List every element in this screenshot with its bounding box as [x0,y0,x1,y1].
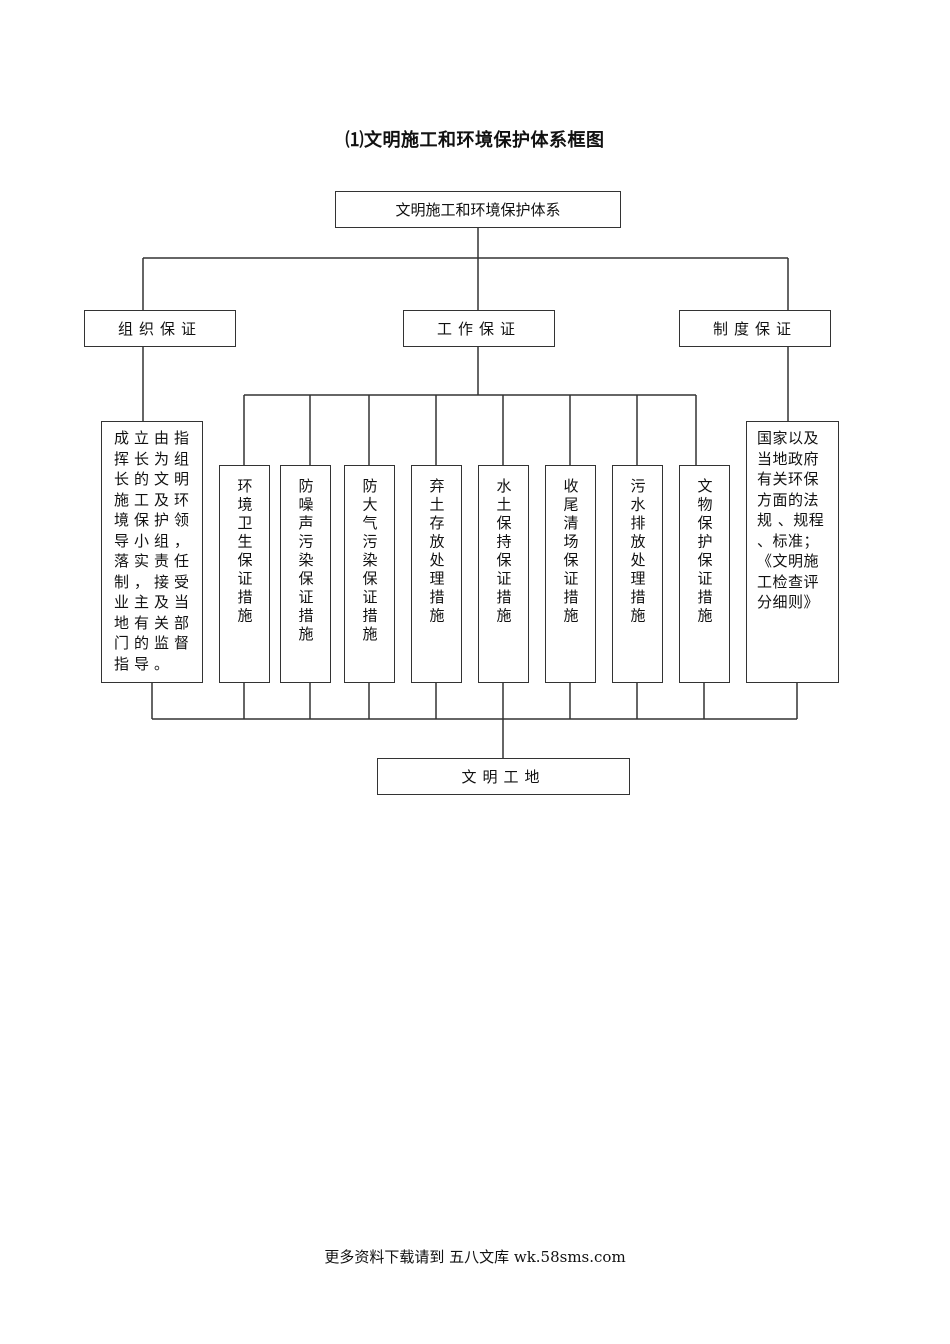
measure-node: 污水排放处理措施 [612,465,663,683]
node-work-label: 工作保证 [436,320,521,338]
system-detail-text: 国家以及当地政府有关环保方面的法规 、规程 、标准；《文明施工检查评分细则》 [757,429,825,611]
node-organization-label: 组织保证 [117,320,202,338]
diagram-title: ⑴文明施工和环境保护体系框图 [345,130,605,151]
measure-label: 环境卫生保证措施 [235,478,254,626]
measure-label: 收尾清场保证措施 [561,478,580,626]
measure-node: 收尾清场保证措施 [545,465,596,683]
result-node-label: 文明工地 [461,768,546,786]
result-node: 文明工地 [377,758,630,795]
node-work: 工作保证 [403,310,555,347]
node-organization: 组织保证 [84,310,236,347]
measure-label: 文物保护保证措施 [695,478,714,626]
measure-node: 文物保护保证措施 [679,465,730,683]
measure-node: 防大气污染保证措施 [344,465,395,683]
measure-node: 防噪声污染保证措施 [280,465,331,683]
node-system-label: 制度保证 [712,320,797,338]
node-system-detail: 国家以及当地政府有关环保方面的法规 、规程 、标准；《文明施工检查评分细则》 [746,421,839,683]
measure-label: 水土保持保证措施 [494,478,513,626]
root-node: 文明施工和环境保护体系 [335,191,621,228]
measure-node: 环境卫生保证措施 [219,465,270,683]
measure-label: 防大气污染保证措施 [360,478,379,645]
footer-text: 更多资料下载请到 五八文库 wk.58sms.com [324,1248,626,1266]
node-system: 制度保证 [679,310,831,347]
node-organization-detail: 成立由指挥长为组长的文明施工及环境保护领导小组，落实责任制，接受业主及当地有关部… [101,421,203,683]
organization-detail-text: 成立由指挥长为组长的文明施工及环境保护领导小组，落实责任制，接受业主及当地有关部… [114,429,195,673]
measure-label: 污水排放处理措施 [628,478,647,626]
measure-node: 水土保持保证措施 [478,465,529,683]
measure-label: 防噪声污染保证措施 [296,478,315,645]
measure-node: 弃土存放处理措施 [411,465,462,683]
root-node-label: 文明施工和环境保护体系 [395,201,561,219]
measure-label: 弃土存放处理措施 [427,478,446,626]
